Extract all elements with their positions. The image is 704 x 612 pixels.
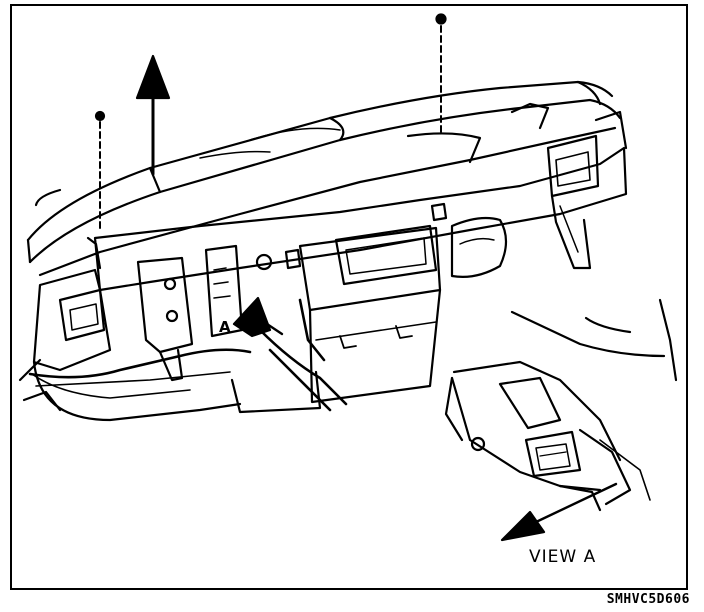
mounting-bracket (136, 244, 244, 382)
screw-icon (435, 13, 447, 133)
right-end-bracket (546, 110, 628, 270)
view-a-inset (444, 298, 678, 512)
panel-carrier (18, 146, 628, 422)
dash-top-pad (26, 80, 622, 277)
view-a-label: VIEW A (529, 547, 597, 567)
diagram-frame (10, 4, 688, 590)
pointer-arrow-icon (232, 296, 284, 338)
callout-letter: A (219, 318, 231, 336)
pointer-arrow-icon (500, 482, 618, 542)
screw-icon (94, 110, 106, 233)
figure-code: SMHVC5D606 (606, 592, 690, 607)
center-duct (230, 202, 448, 414)
up-arrow-icon (135, 54, 171, 176)
blower-housing (450, 216, 508, 278)
wiring-harness (28, 298, 348, 412)
